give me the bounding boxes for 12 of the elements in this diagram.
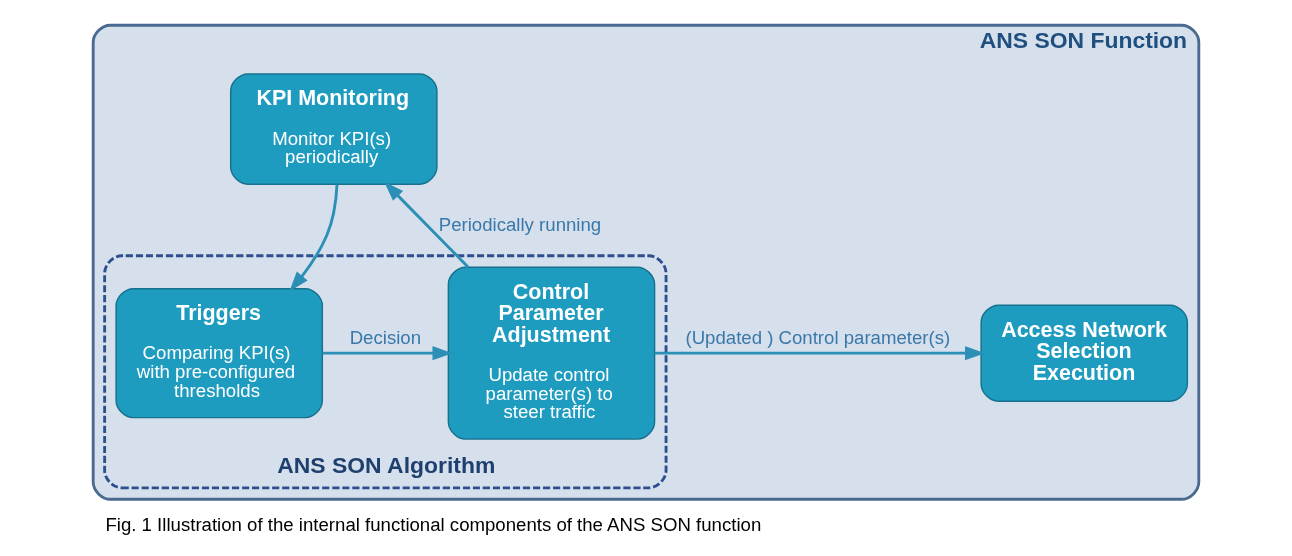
edge-label: (Updated ) Control parameter(s) — [685, 326, 951, 348]
arrow — [654, 346, 986, 361]
edge-label: Decision — [349, 326, 422, 348]
arrow — [289, 184, 339, 292]
node-box: Control Parameter Adjustment Update control parameter(s) to steer traffic — [447, 266, 656, 440]
arrow — [322, 346, 453, 361]
node-box: KPI Monitoring Monitor KPI(s) periodically — [229, 73, 438, 185]
node-box: Access Network Selection Execution — [980, 304, 1189, 402]
edge-label: Periodically running — [438, 213, 602, 235]
arrow — [384, 181, 470, 269]
node-box: Triggers Comparing KPI(s) with pre-configured thresholds — [115, 288, 324, 419]
caption: Fig. 1 Illustration of the internal functional components of the ANS SON function — [105, 514, 762, 536]
